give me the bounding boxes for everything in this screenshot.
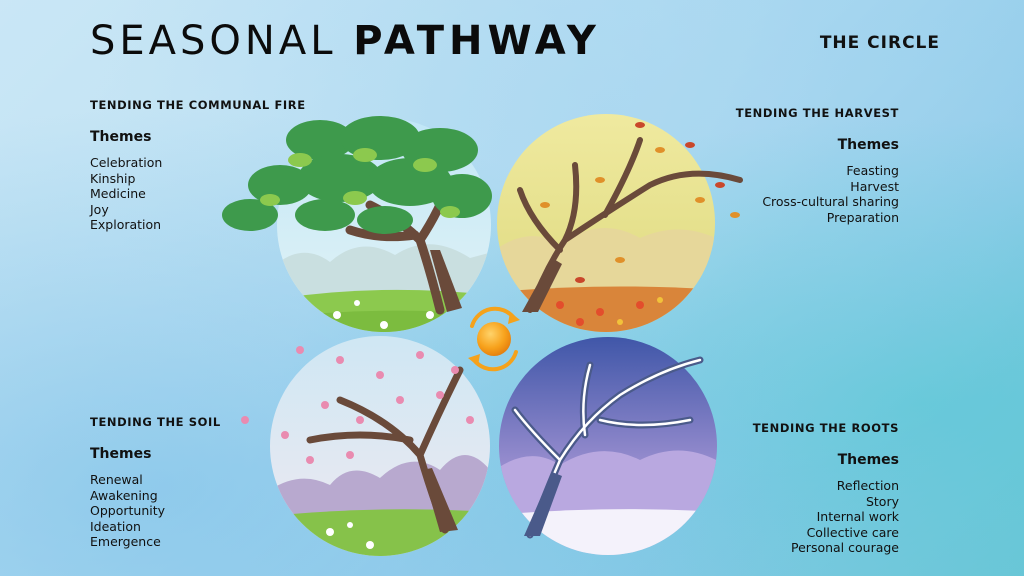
winter-tree-icon <box>499 337 717 555</box>
theme-item: Joy <box>90 201 109 217</box>
theme-item: Ideation <box>90 518 141 534</box>
themes-label: Themes <box>90 129 152 145</box>
theme-item: Collective care <box>806 524 899 540</box>
theme-item: Awakening <box>90 487 158 503</box>
theme-item: Personal courage <box>791 540 899 556</box>
themes-list: Reflection Story Internal work Collectiv… <box>753 478 899 556</box>
quadrant-heading: TENDING THE HARVEST <box>735 106 899 120</box>
themes-list: Celebration Kinship Medicine Joy Explora… <box>90 155 306 233</box>
sun-cycle-icon <box>468 306 520 372</box>
theme-item: Harvest <box>850 178 899 194</box>
page-title: SEASONAL PATHWAY <box>90 18 601 64</box>
themes-label: Themes <box>90 446 152 462</box>
quadrant-communal-fire: TENDING THE COMMUNAL FIRE Themes Celebra… <box>90 98 306 233</box>
theme-item: Celebration <box>90 155 163 170</box>
theme-item: Reflection <box>836 478 899 493</box>
quadrant-heading: TENDING THE ROOTS <box>752 421 899 435</box>
quadrant-soil: TENDING THE SOIL Themes Renewal Awakenin… <box>90 415 221 550</box>
themes-label: Themes <box>837 137 899 153</box>
theme-item: Emergence <box>90 534 161 550</box>
theme-item: Internal work <box>816 509 899 525</box>
theme-item: Medicine <box>90 186 146 202</box>
quadrant-heading: TENDING THE COMMUNAL FIRE <box>90 98 306 112</box>
theme-item: Preparation <box>826 209 899 225</box>
title-bold: PATHWAY <box>353 18 601 64</box>
theme-item: Cross-cultural sharing <box>762 194 899 210</box>
themes-list: Feasting Harvest Cross-cultural sharing … <box>736 163 899 225</box>
autumn-tree-icon <box>497 114 743 332</box>
section-label: THE CIRCLE <box>819 33 940 53</box>
quadrant-heading: TENDING THE SOIL <box>90 415 221 429</box>
theme-item: Renewal <box>90 472 143 487</box>
theme-item: Story <box>865 493 899 509</box>
themes-label: Themes <box>837 452 899 468</box>
theme-item: Feasting <box>846 163 899 178</box>
theme-item: Opportunity <box>90 503 166 519</box>
quadrant-harvest: TENDING THE HARVEST Themes Feasting Harv… <box>736 106 899 225</box>
quadrant-roots: TENDING THE ROOTS Themes Reflection Stor… <box>753 421 899 556</box>
themes-list: Renewal Awakening Opportunity Ideation E… <box>90 472 221 550</box>
theme-item: Kinship <box>90 170 136 186</box>
spring-tree-icon <box>241 336 490 556</box>
theme-item: Exploration <box>90 217 162 233</box>
title-light: SEASONAL <box>90 18 337 64</box>
